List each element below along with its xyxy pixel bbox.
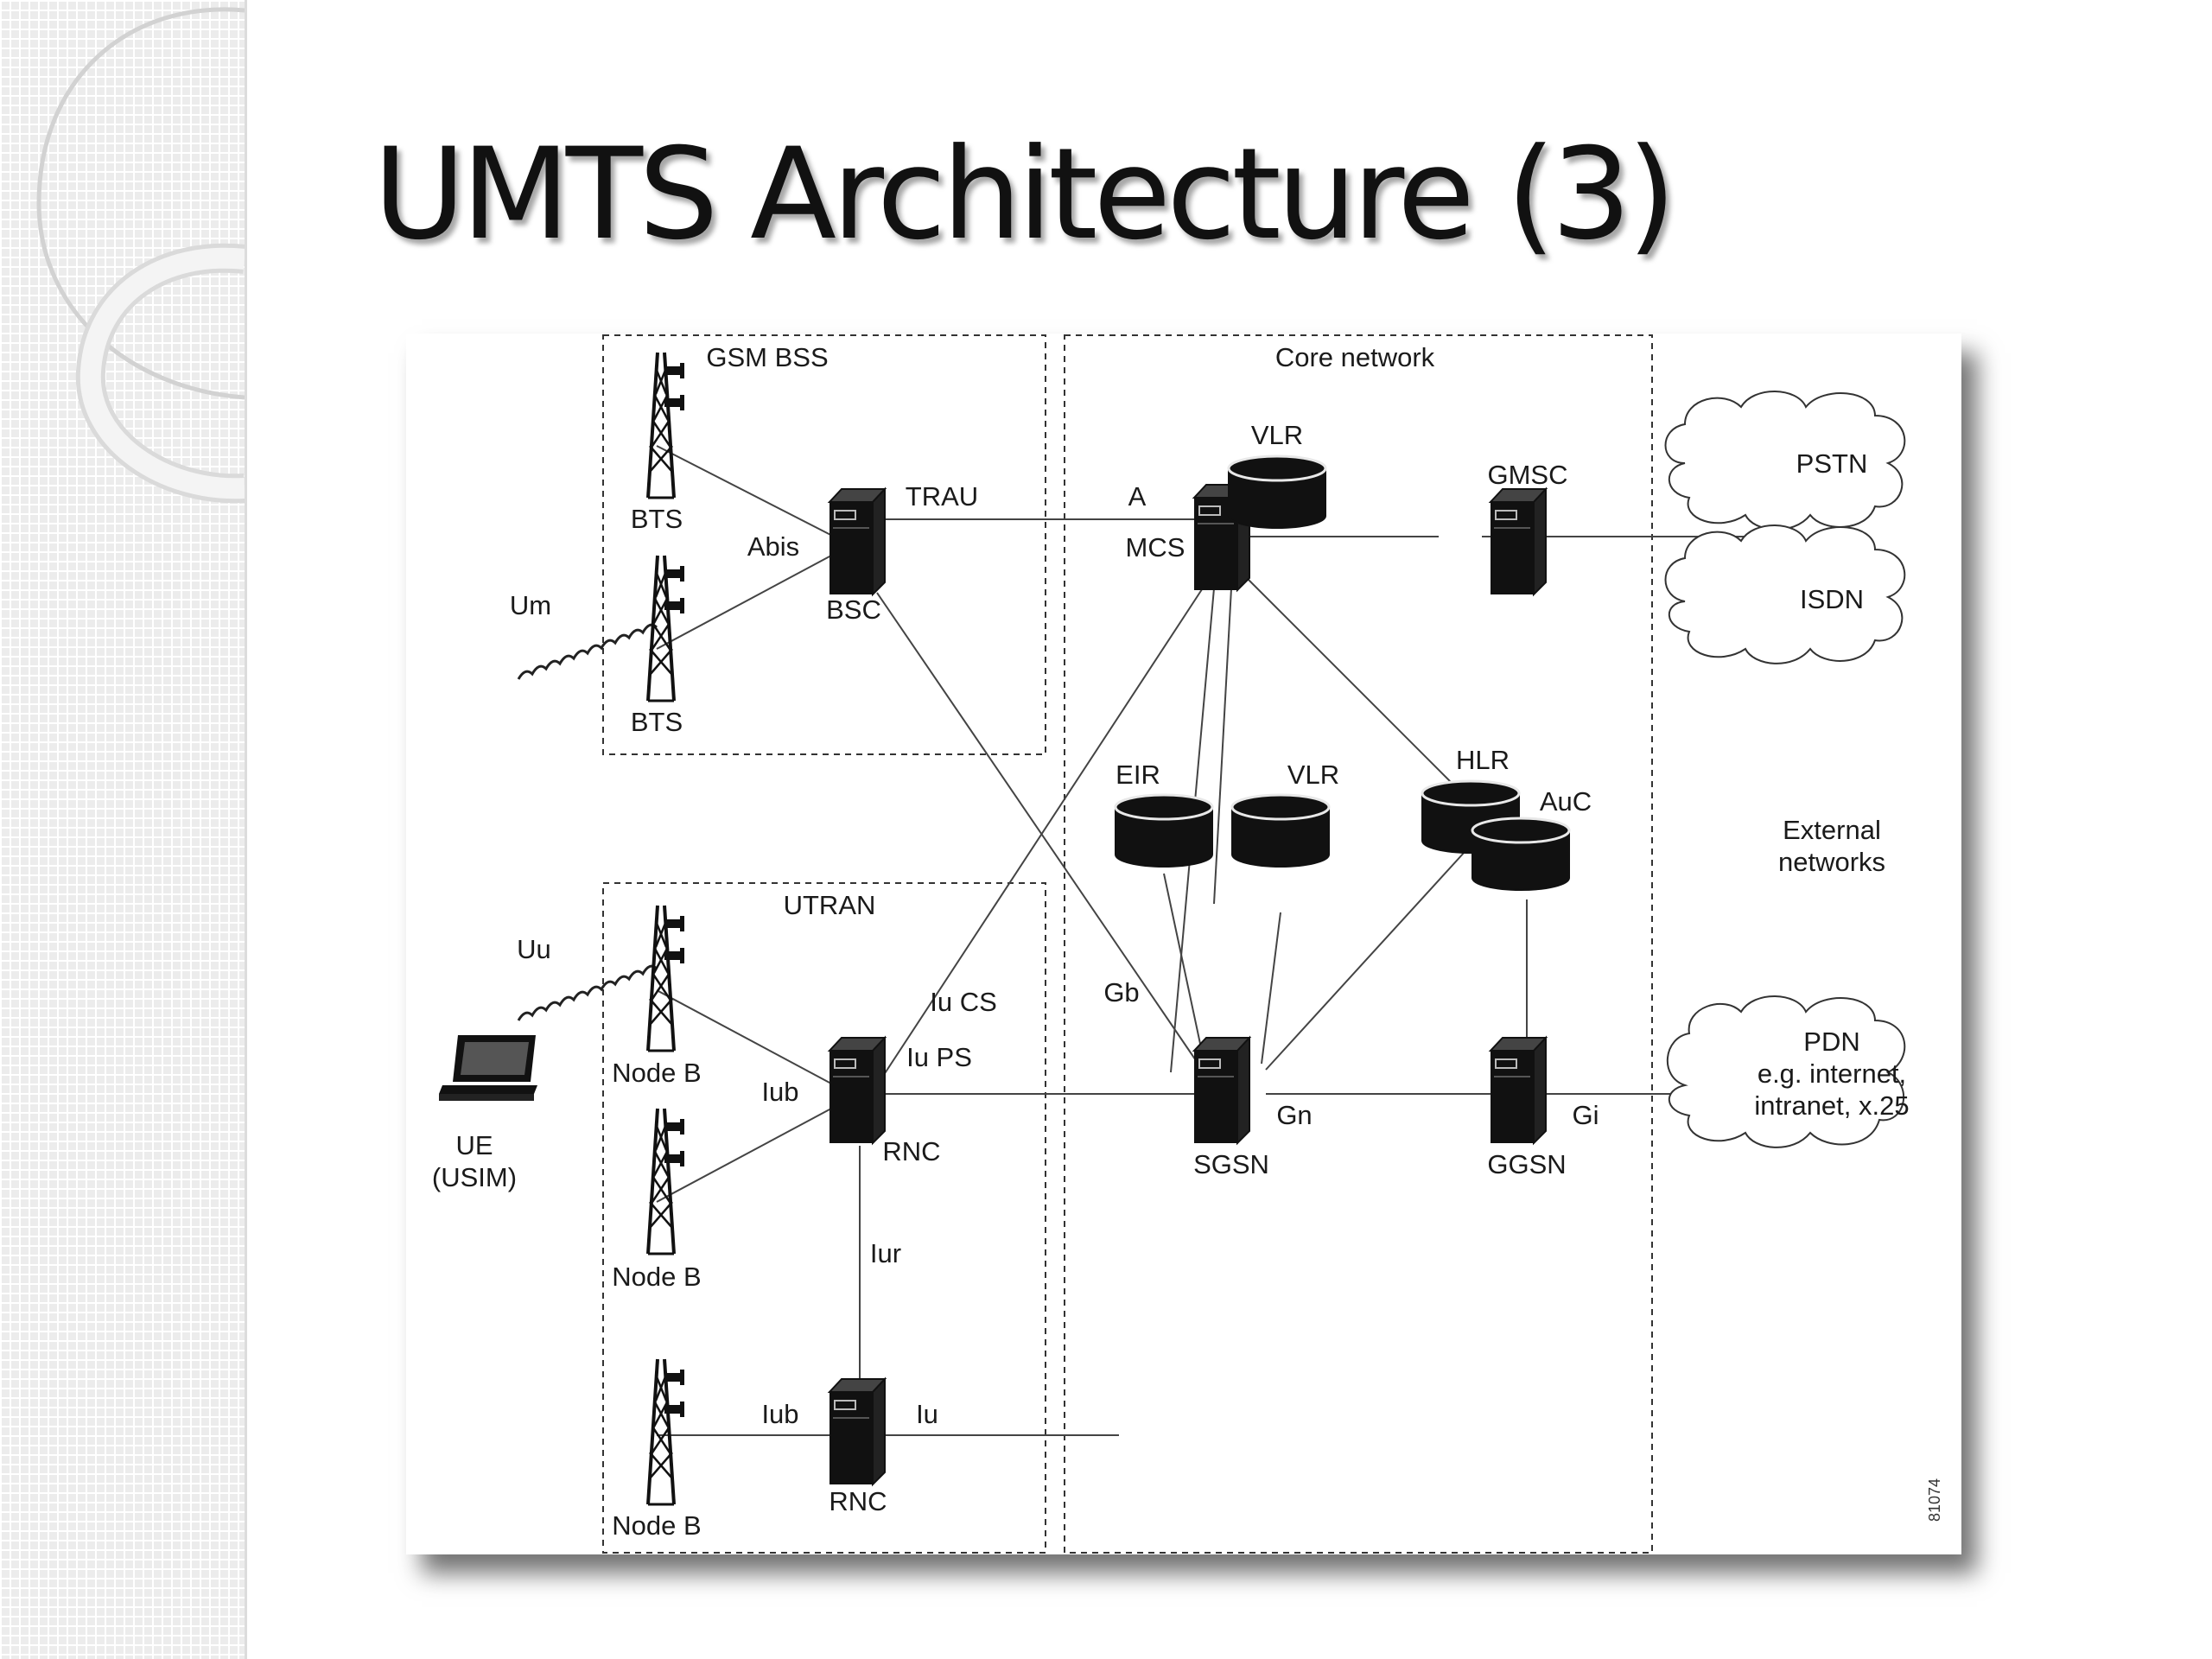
- bts-bottom-icon: [646, 554, 686, 702]
- nodeb-3-icon: [646, 1357, 686, 1506]
- external-networks-label-line2: networks: [1778, 847, 1885, 877]
- pdn-label-line3: intranet, x.25: [1754, 1090, 1909, 1121]
- ue-label-line1: UE: [455, 1130, 493, 1160]
- gi-interface-label: Gi: [1573, 1100, 1599, 1130]
- gsm-bss-label: GSM BSS: [706, 342, 828, 372]
- vlr-mid-label: VLR: [1287, 760, 1339, 790]
- gb-interface-label: Gb: [1103, 977, 1139, 1007]
- vlr-top-database-icon: [1227, 454, 1327, 530]
- mcs-label: MCS: [1126, 532, 1185, 563]
- pstn-label: PSTN: [1796, 448, 1868, 479]
- uu-radio-link: [517, 964, 658, 1021]
- bts-bottom-label: BTS: [631, 707, 683, 737]
- umts-architecture-diagram: GSM BSS Core network UTRAN External netw…: [406, 334, 1961, 1554]
- nodeb-2-icon: [646, 1107, 686, 1255]
- iu-cs-interface-label: Iu CS: [930, 987, 997, 1017]
- nodeb-1-icon: [646, 904, 686, 1052]
- isdn-cloud: [1664, 524, 1906, 664]
- gmsc-server-icon: [1490, 488, 1547, 595]
- eir-database-icon: [1114, 793, 1214, 868]
- nodeb-3-label: Node B: [612, 1510, 701, 1541]
- connection-lines: [656, 445, 1780, 1436]
- slide-title: UMTS Architecture (3): [373, 121, 1676, 268]
- sgsn-server-icon: [1193, 1037, 1250, 1144]
- ue-label-line2: (USIM): [432, 1162, 517, 1192]
- um-radio-link: [517, 623, 658, 680]
- slide-sidebar-decoration: [0, 0, 247, 1659]
- core-network-region: [1064, 334, 1653, 1554]
- pstn-cloud: [1664, 391, 1906, 531]
- gn-interface-label: Gn: [1276, 1100, 1312, 1130]
- hlr-label: HLR: [1456, 745, 1510, 775]
- trau-interface-label: TRAU: [906, 481, 978, 512]
- eir-label: EIR: [1116, 760, 1160, 790]
- iur-interface-label: Iur: [870, 1238, 901, 1268]
- rnc-1-label: RNC: [882, 1136, 940, 1166]
- uu-interface-label: Uu: [517, 934, 551, 964]
- ring-decoration: [36, 7, 245, 504]
- rnc-2-label: RNC: [829, 1486, 887, 1516]
- bts-top-icon: [646, 351, 686, 499]
- figure-id-label: 81074: [1926, 1478, 1943, 1522]
- utran-region: [602, 882, 1046, 1554]
- bsc-server-icon: [829, 488, 886, 595]
- nodeb-1-label: Node B: [612, 1058, 701, 1088]
- iu-ps-interface-label: Iu PS: [906, 1042, 972, 1072]
- vlr-mid-database-icon: [1230, 793, 1331, 868]
- diagram-canvas: GSM BSS Core network UTRAN External netw…: [432, 334, 1943, 1554]
- pdn-label-line2: e.g. internet,: [1758, 1058, 1906, 1089]
- bts-top-label: BTS: [631, 504, 683, 534]
- um-interface-label: Um: [510, 590, 551, 620]
- vlr-top-label: VLR: [1251, 420, 1303, 450]
- iub-1-interface-label: Iub: [761, 1077, 798, 1107]
- iub-2-interface-label: Iub: [761, 1399, 798, 1429]
- sgsn-label: SGSN: [1193, 1149, 1269, 1179]
- rnc-1-server-icon: [829, 1037, 886, 1144]
- gmsc-label: GMSC: [1488, 460, 1568, 490]
- utran-label: UTRAN: [784, 890, 876, 920]
- rnc-2-server-icon: [829, 1378, 886, 1485]
- iu-interface-label: Iu: [916, 1399, 938, 1429]
- abis-interface-label: Abis: [747, 531, 799, 562]
- gsm-bss-region: [602, 334, 1046, 755]
- bsc-label: BSC: [826, 594, 881, 625]
- nodeb-2-label: Node B: [612, 1262, 701, 1292]
- auc-label: AuC: [1540, 786, 1592, 817]
- a-interface-label: A: [1128, 481, 1147, 512]
- ggsn-server-icon: [1490, 1037, 1547, 1144]
- pdn-label-line1: PDN: [1803, 1027, 1859, 1057]
- ue-laptop-icon: [439, 1035, 537, 1101]
- ggsn-label: GGSN: [1487, 1149, 1566, 1179]
- pdn-cloud: [1666, 995, 1906, 1148]
- isdn-label: ISDN: [1800, 584, 1864, 614]
- core-network-label: Core network: [1275, 342, 1435, 372]
- external-networks-label-line1: External: [1783, 815, 1881, 845]
- auc-database-icon: [1471, 817, 1571, 892]
